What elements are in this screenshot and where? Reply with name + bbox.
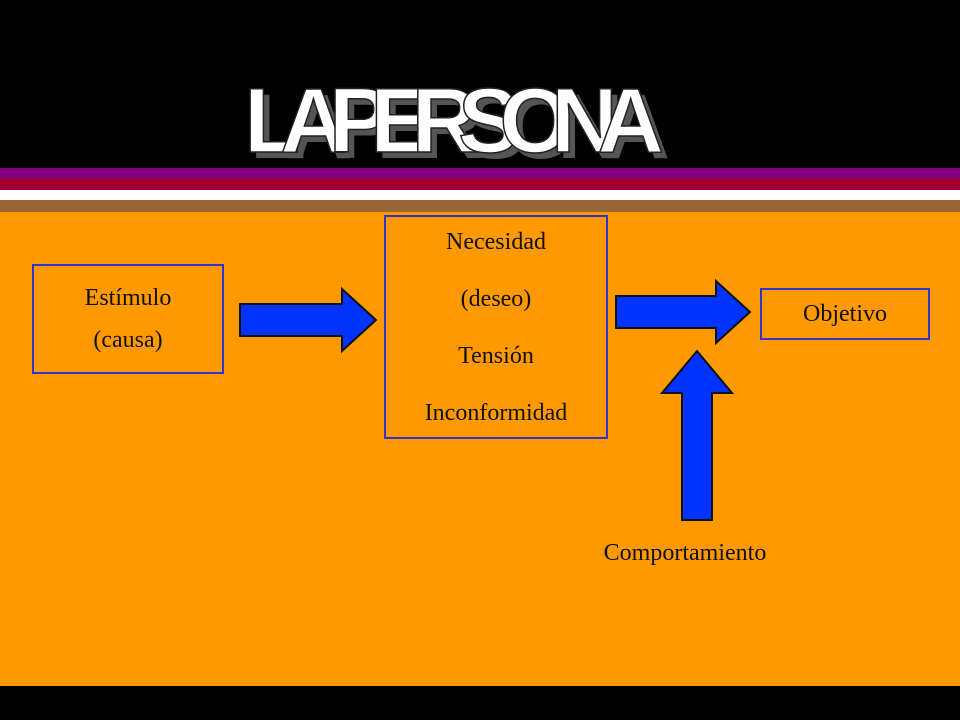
- slide-title: LA PERSONA: [244, 70, 664, 168]
- bottom-bar: [0, 686, 960, 720]
- node-objetivo: Objetivo: [760, 288, 930, 340]
- title-band: LA PERSONA LA PERSONA: [0, 0, 960, 168]
- node-objetivo-line-1: Objetivo: [803, 301, 887, 327]
- node-estimulo-line-2: (causa): [93, 327, 163, 353]
- node-necesidad-line-3: Tensión: [458, 342, 534, 369]
- node-estimulo-line-1: Estímulo: [84, 285, 172, 311]
- stripe-purple: [0, 168, 960, 178]
- stripe-brown: [0, 200, 960, 212]
- node-necesidad: Necesidad (deseo) Tensión Inconformidad: [384, 215, 608, 439]
- node-necesidad-line-4: Inconformidad: [424, 399, 568, 426]
- node-estimulo: Estímulo (causa): [32, 264, 224, 374]
- node-comportamiento: Comportamiento: [603, 540, 767, 566]
- node-necesidad-line-1: Necesidad: [446, 228, 546, 255]
- node-necesidad-line-2: (deseo): [460, 285, 532, 312]
- slide-title-shadow: LA PERSONA: [250, 76, 670, 168]
- diagram-canvas: [0, 212, 960, 686]
- stripe-white: [0, 190, 960, 200]
- stripe-red: [0, 178, 960, 190]
- slide-title-graphic: LA PERSONA LA PERSONA: [243, 69, 670, 168]
